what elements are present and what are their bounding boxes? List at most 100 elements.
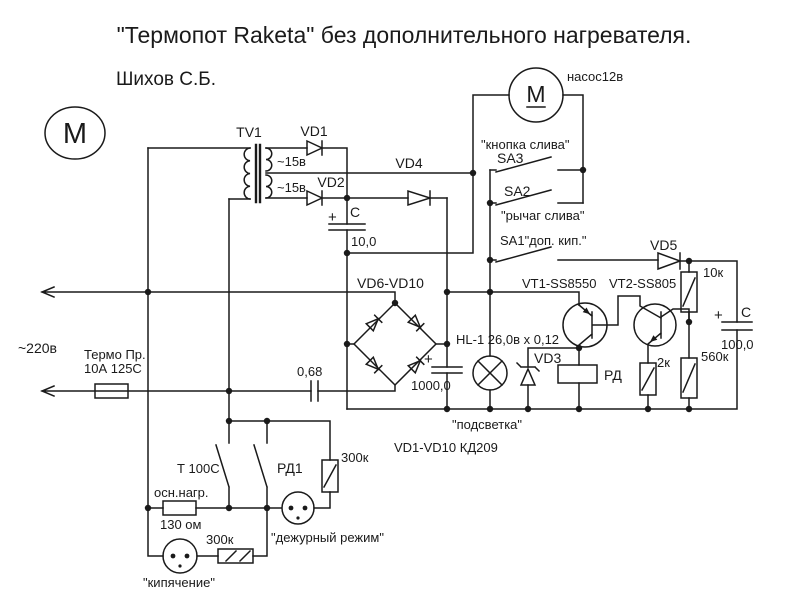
relay-coil-rd [557,364,598,384]
vd2-label: VD2 [317,174,344,190]
lamp-hl1 [472,355,508,391]
wire-motor-left [346,94,510,254]
secondary-winding-top [265,147,273,172]
r560k-label: 560к [701,349,729,364]
wire-plus-rail [446,291,580,306]
sa2-label: SA2 [504,183,531,199]
pump-motor-symbol: M [508,67,564,123]
mains-voltage-label: ~220в [18,340,57,356]
c068-value: 0,68 [297,364,322,379]
vd1-label: VD1 [300,123,327,139]
wire-vd5-out [679,260,738,323]
c10-value: 10,0 [351,234,376,249]
t100c-label: Т 100С [177,461,220,476]
diode-vd4 [407,189,433,207]
resistor-10k [680,271,698,313]
fuse-thermo [94,383,129,399]
switch-rd1 [253,420,268,509]
c1000-value: 1000,0 [411,378,451,393]
sa1-label: SA1"доп. кип." [500,233,587,248]
wire-ground-bus [346,329,738,410]
backlight-label: "подсветка" [452,417,522,432]
diode-vd1 [306,139,324,157]
capacitor-c1000 [431,366,463,374]
transformer-tv1 [243,143,273,204]
motor-circle [44,106,106,160]
pump-label: насос12в [567,69,623,84]
tv1-label: TV1 [236,124,262,140]
junction-dots [144,166,693,512]
neon-standby [281,491,315,525]
spare-motor-symbol: M [44,106,106,160]
switch-t100c [215,420,230,509]
pnp-arrow [582,307,590,315]
bridge-diode-icon [364,355,383,374]
wire-kip-row [196,507,268,557]
transformer-core [254,143,262,204]
diode-vd2 [306,189,324,207]
main-heater-label: осн.нагр. [154,485,209,500]
thermal-fuse-label-1: Термо Пр. [84,347,146,362]
capacitor-c100 [721,321,753,331]
wire-rectifier-node [321,147,448,199]
switch-sa3 [489,156,584,173]
r300k-right-label: 300к [341,450,369,465]
bridge-label: VD6-VD10 [357,275,424,291]
wires [40,94,738,557]
secondary-winding-bottom [265,174,273,199]
relay-label: РД [604,367,622,383]
wire-vd3-branch [527,347,580,410]
bridge-outline [352,301,438,387]
wire-secondary-leads [265,147,474,199]
capacitor-c10 [328,223,366,231]
r300k-bottom-label: 300к [206,532,234,547]
bridge-rectifier [352,301,438,387]
page-title: "Термопот Raketa" без дополнительного на… [117,22,692,48]
vd4-label: VD4 [395,155,422,171]
primary-winding [243,147,251,200]
resistor-560k [680,357,698,399]
vt2-label: VT2-SS805 [609,276,676,291]
standby-mode-label: "дежурный режим" [271,530,384,545]
capacitor-c068 [310,380,319,402]
rd1-label: РД1 [277,460,303,476]
neon-boiling [162,538,198,574]
vd3-label: VD3 [534,350,561,366]
diode-vd5 [657,251,683,271]
heater-value-label: 130 ом [160,517,202,532]
c10-letter: C [350,204,360,220]
r10k-label: 10к [703,265,723,280]
boiling-label: "кипячение" [143,575,215,590]
motor-circle [508,67,564,123]
diode-type-note: VD1-VD10 КД209 [394,440,498,455]
bridge-diode-icon [406,356,425,375]
drain-lever-label: "рычаг слива" [501,208,585,223]
drain-button-label: "кнопка слива" [481,137,570,152]
winding-voltage-top: ~15в [277,154,306,169]
vd5-label: VD5 [650,237,677,253]
motor-letter: M [63,118,87,150]
wire-switch-row [228,420,331,461]
resistor-300k-bottom [217,548,254,564]
motor-letter: M [526,81,545,107]
sa3-label: SA3 [497,150,524,166]
c100-value: 100,0 [721,337,754,352]
transistor-vt1 [562,302,608,348]
winding-voltage-bottom: ~15в [277,180,306,195]
resistor-300k-right [321,459,339,493]
wire-left-vertical [147,147,164,557]
wire-primary-leads [147,147,251,200]
author-label: Шихов С.Б. [116,69,216,90]
c100-plus: + [714,307,723,324]
vt1-label: VT1-SS8550 [522,276,596,291]
wire-ac2 [40,384,396,397]
npn-arrow [650,335,658,342]
c10-plus: + [328,209,337,226]
switch-sa1 [489,246,659,263]
c1000-plus: + [424,351,433,368]
hl1-label: HL-1 26,0в x 0,12 [456,332,559,347]
bridge-diode-icon [364,314,383,333]
resistor-heater [162,500,197,516]
